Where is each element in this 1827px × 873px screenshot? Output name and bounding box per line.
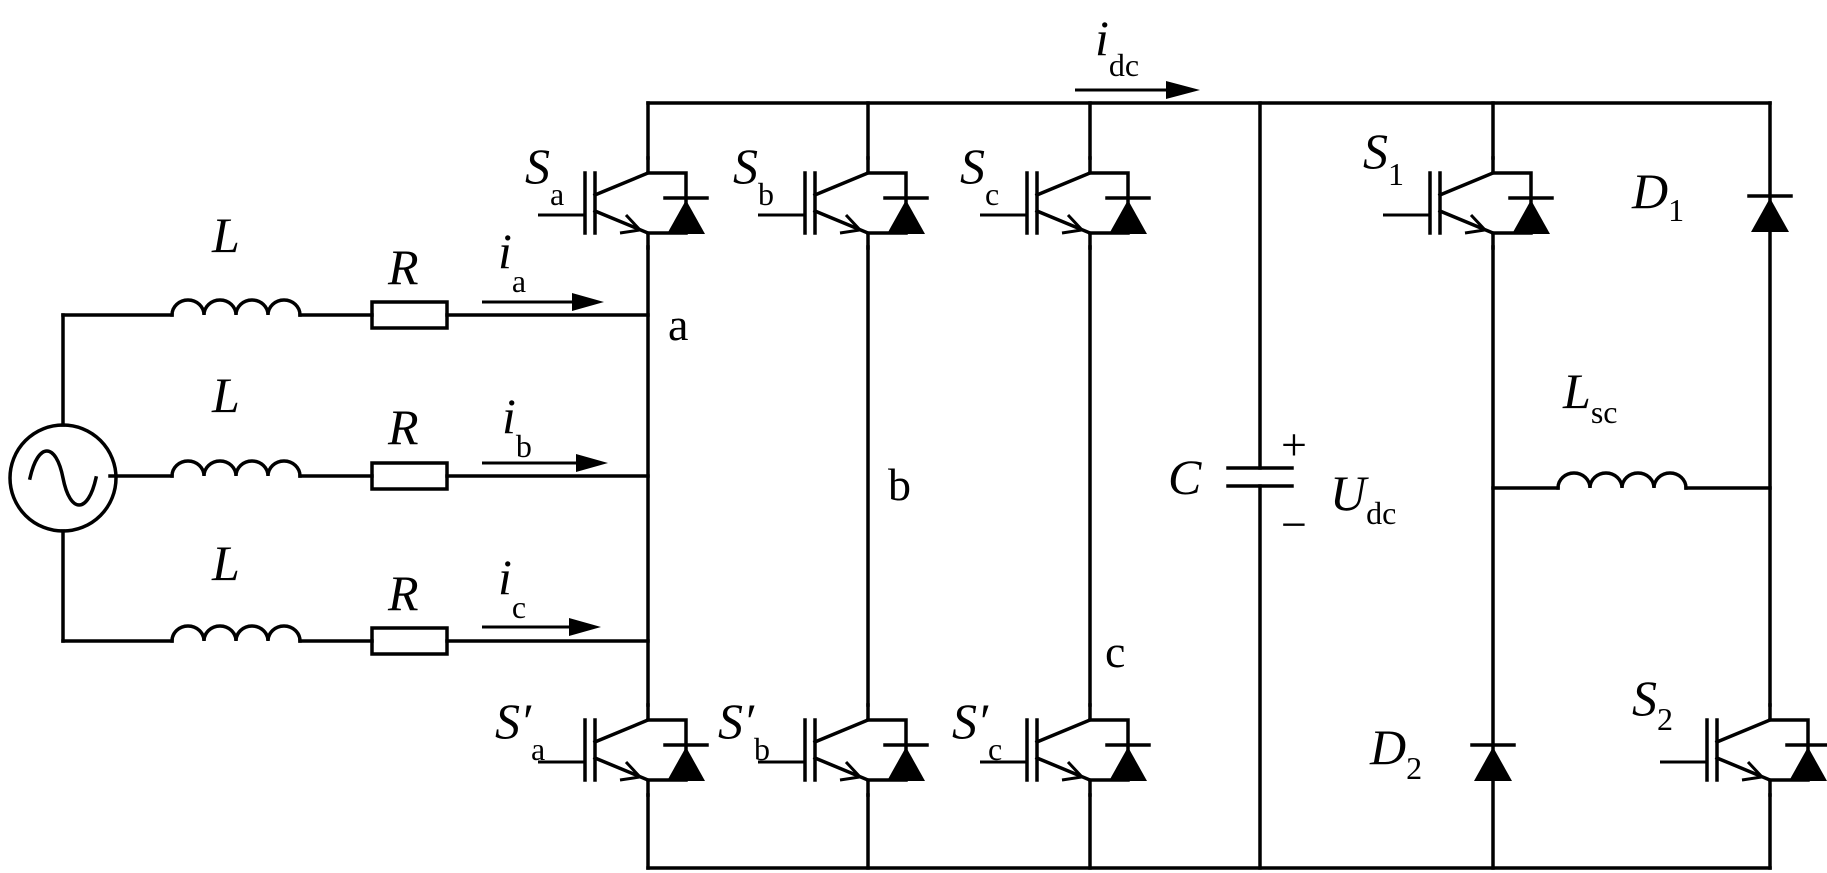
current-arrow-a	[482, 293, 604, 311]
diode-d1	[1747, 194, 1793, 232]
inductor-label-a: L	[211, 207, 240, 263]
switch-label-sb: Sb	[733, 138, 774, 212]
dc-voltage-minus: −	[1281, 499, 1307, 550]
current-label-b: ib	[502, 388, 532, 464]
switch-label-s1: S1	[1363, 123, 1404, 192]
resistor-label-c: R	[387, 565, 419, 621]
phase-b-line	[108, 459, 650, 491]
resistor-label-a: R	[387, 239, 419, 295]
resistor-label-b: R	[387, 399, 419, 455]
current-arrow-dc	[1075, 81, 1200, 99]
switch-label-sa-prime: S′a	[495, 693, 545, 767]
phase-a-resistor	[370, 300, 449, 330]
switch-label-sc: Sc	[960, 138, 999, 212]
current-arrow-c	[482, 618, 601, 636]
inductor-label-c: L	[211, 535, 240, 591]
capacitor-label: C	[1168, 449, 1202, 505]
switch-label-sb-prime: S′b	[718, 693, 770, 767]
phase-a-line	[61, 298, 650, 330]
current-arrow-b	[482, 454, 608, 472]
switch-label-sa: Sa	[525, 138, 564, 212]
igbt-sc-prime	[980, 703, 1151, 797]
dc-voltage-plus: +	[1281, 419, 1307, 470]
igbt-sb-prime	[758, 703, 929, 797]
inductor-label-b: L	[211, 367, 240, 423]
dc-capacitor	[1226, 101, 1294, 870]
node-label-a: a	[668, 299, 688, 350]
switch-label-sc-prime: S′c	[952, 693, 1002, 767]
igbt-sa-prime	[538, 703, 709, 797]
phase-c-line	[61, 624, 650, 656]
diode-label-d2: D2	[1369, 719, 1422, 786]
phase-b-resistor	[370, 461, 449, 491]
switches	[538, 156, 1827, 797]
current-label-a: ia	[498, 223, 526, 299]
phase-b-inductor	[170, 459, 302, 478]
current-label-c: ic	[498, 549, 526, 625]
chopper-inductor	[1556, 471, 1688, 490]
igbt-s2	[1660, 703, 1827, 797]
phase-c-inductor	[170, 624, 302, 643]
diode-label-d1: D1	[1631, 163, 1684, 228]
diode-d2	[1470, 743, 1516, 781]
node-label-b: b	[888, 459, 911, 510]
inductor-label-lsc: Lsc	[1562, 363, 1617, 430]
switch-label-s2: S2	[1632, 670, 1673, 737]
igbt-sa	[538, 156, 709, 250]
igbt-sb	[758, 156, 929, 250]
node-label-c: c	[1105, 626, 1125, 677]
phase-a-inductor	[170, 298, 302, 317]
phase-c-resistor	[370, 626, 449, 656]
ac-source	[8, 423, 118, 533]
current-label-dc: idc	[1095, 10, 1139, 83]
dc-voltage-label: Udc	[1330, 465, 1396, 531]
igbt-sc	[980, 156, 1151, 250]
igbt-s1	[1383, 156, 1554, 250]
